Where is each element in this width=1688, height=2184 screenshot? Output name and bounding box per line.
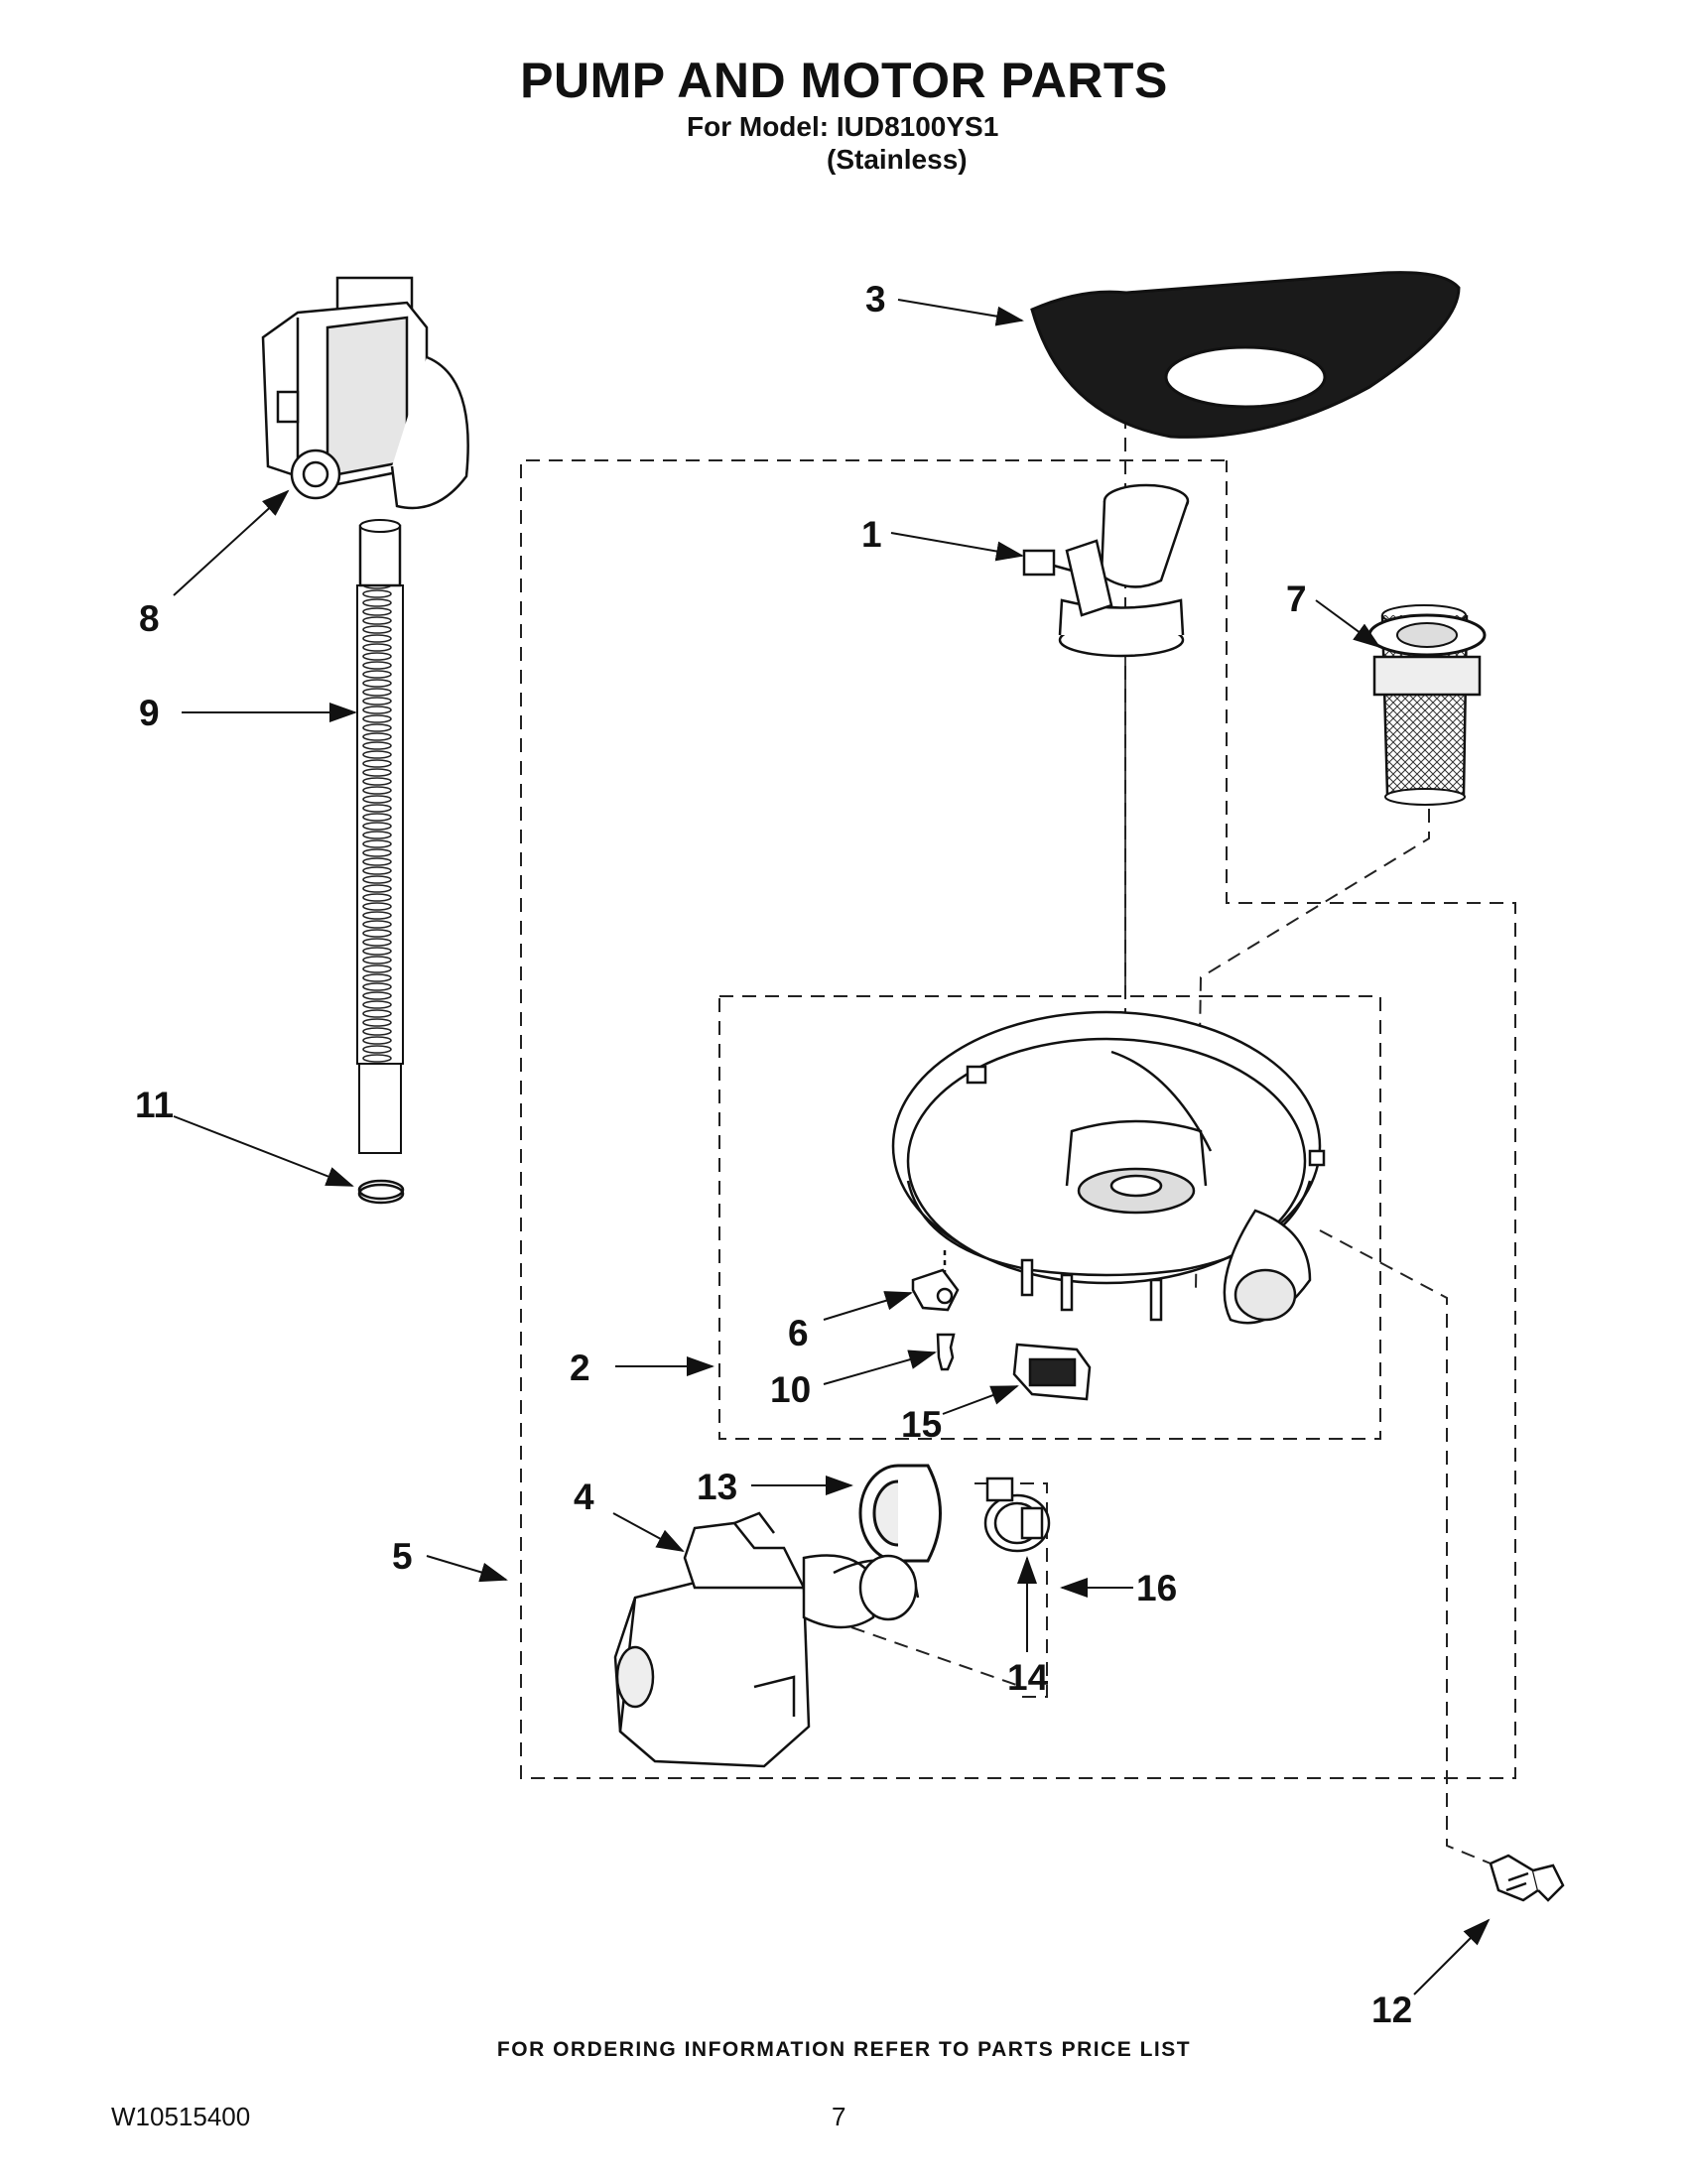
leader-sensor-to-sump [1319, 1229, 1492, 1864]
arrow-5 [426, 1555, 508, 1583]
pump-part [613, 1511, 920, 1768]
filter-housing-part [1022, 483, 1190, 658]
arrow-11 [173, 1115, 354, 1187]
callout-9: 9 [139, 693, 160, 733]
callout-11: 11 [135, 1085, 175, 1125]
callout-14: 14 [1007, 1657, 1049, 1698]
model-line: For Model: IUD8100YS1 [687, 111, 999, 142]
arrow-8 [173, 489, 290, 596]
arrow-1 [890, 532, 1024, 562]
callout-6: 6 [788, 1313, 809, 1353]
filter-screen-part [1030, 271, 1461, 439]
pump-assembly-boundary [520, 459, 1516, 1779]
callout-1: 1 [861, 514, 882, 555]
document-number: W10515400 [111, 2102, 251, 2131]
arrow-3 [897, 299, 1024, 326]
callout-15: 15 [901, 1404, 943, 1445]
arrow-15 [942, 1385, 1019, 1415]
arrow-10 [823, 1349, 937, 1385]
page-title: PUMP AND MOTOR PARTS [520, 53, 1168, 108]
leader-strainer-to-sump [1195, 809, 1430, 1291]
finish-line: (Stainless) [827, 144, 968, 175]
leader-pump-to-clamp [850, 1626, 1023, 1688]
callout-10: 10 [770, 1369, 812, 1410]
callout-12: 12 [1371, 1990, 1413, 2030]
sump-assembly-boundary [718, 995, 1381, 1440]
callout-5: 5 [392, 1536, 413, 1577]
callout-16: 16 [1136, 1568, 1178, 1608]
callout-8: 8 [139, 598, 160, 639]
hose-clamp-part [357, 1179, 405, 1205]
screw-part [936, 1333, 956, 1371]
callout-4: 4 [574, 1477, 594, 1517]
callout-arrows [173, 299, 1491, 1995]
seal-part [858, 1464, 942, 1563]
drain-hose-part [356, 519, 404, 1154]
callout-13: 13 [697, 1467, 738, 1507]
arrow-4 [612, 1512, 685, 1552]
sensor-part [911, 1268, 960, 1312]
callout-2: 2 [570, 1348, 590, 1388]
pressure-sensor-part [1489, 1854, 1565, 1902]
ordering-note: FOR ORDERING INFORMATION REFER TO PARTS … [496, 2038, 1192, 2061]
strainer-part [1367, 604, 1487, 806]
sump-part [891, 1010, 1326, 1325]
arrow-12 [1413, 1918, 1491, 1995]
arrow-7 [1315, 599, 1381, 649]
pump-clamp-part [983, 1477, 1051, 1553]
page-number: 7 [832, 2102, 846, 2131]
callout-3: 3 [865, 279, 886, 320]
motor-part [261, 276, 469, 510]
arrow-6 [823, 1291, 913, 1321]
small-parts [911, 1250, 1092, 1401]
callout-7: 7 [1286, 578, 1307, 619]
